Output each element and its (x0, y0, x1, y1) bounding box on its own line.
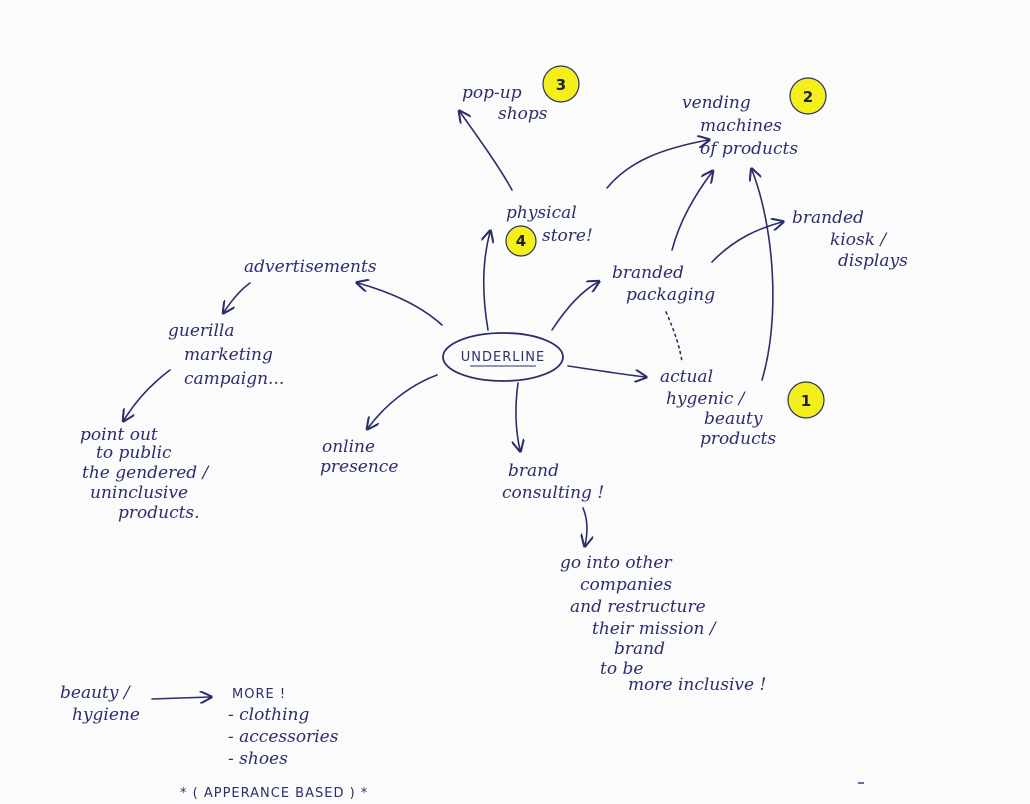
arrow-physical-to-popup (460, 112, 513, 191)
node-physical-line-2: store! (542, 226, 593, 246)
node-guerilla-line-2: marketing (184, 345, 273, 365)
node-branded-packaging: branded packaging (612, 263, 715, 305)
node-popup-line-1: pop-up (462, 83, 522, 103)
node-brand-consulting: brand consulting ! (502, 461, 604, 503)
node-more-line-2: - clothing (228, 705, 310, 725)
node-popup-line-2: shops (498, 104, 548, 124)
node-kiosk-line-3: displays (838, 251, 908, 271)
node-gointo-line-2: companies (580, 575, 672, 595)
node-packaging-line-2: packaging (626, 285, 715, 305)
node-products-line-4: products (700, 429, 776, 449)
dotted-packaging-to-products (665, 311, 683, 363)
connectors (124, 112, 782, 699)
arrow-beauty-to-more (151, 697, 210, 699)
node-consulting-line-2: consulting ! (502, 483, 604, 503)
node-advertisements: advertisements (244, 257, 377, 277)
badge-actual (787, 381, 825, 419)
node-gointo-line-5: brand (614, 639, 665, 659)
node-online-line-1: online (322, 437, 375, 457)
node-more-line-3: - accessories (228, 727, 339, 747)
badge-popup-number: 3 (556, 76, 566, 94)
arrow-packaging-to-vending (671, 172, 712, 251)
arrow-ads-to-guerilla (224, 282, 251, 312)
badge-physical (505, 225, 537, 257)
node-pointout-line-2: to public (96, 443, 172, 463)
arrow-center-to-physical (484, 232, 490, 331)
node-appearance-based: * ( APPERANCE BASED ) * (180, 786, 368, 801)
arrow-consulting-to-gointo (583, 507, 587, 545)
node-vending-line-2: machines (700, 116, 782, 136)
node-vending-machines: vending machines of products 2 (682, 77, 827, 159)
node-more-line-4: - shoes (228, 749, 288, 769)
node-packaging-line-1: branded (612, 263, 684, 283)
node-actual-products: actual hygenic / beauty products 1 (660, 367, 825, 449)
node-guerilla: guerilla marketing campaign... (168, 321, 284, 389)
node-beauty-hygiene: beauty / hygiene (60, 683, 140, 725)
node-products-line-1: actual (660, 367, 713, 387)
node-beauty-line-1: beauty / (60, 683, 132, 703)
node-more: MORE ! - clothing - accessories - shoes (228, 687, 339, 769)
arrow-center-to-consulting (516, 382, 520, 450)
node-vending-line-3: of products (700, 139, 798, 159)
badge-vending-number: 2 (803, 88, 813, 106)
badge-popup (542, 65, 580, 103)
node-gointo-line-3: and restructure (570, 597, 706, 617)
node-online-line-2: presence (320, 457, 398, 477)
node-go-into-companies: go into other companies and restructure … (560, 553, 766, 695)
node-popup-shops: pop-up shops 3 (462, 65, 580, 124)
node-kiosk-line-1: branded (792, 208, 864, 228)
node-gointo-line-4: their mission / (592, 619, 718, 639)
arrow-packaging-to-kiosk (711, 222, 782, 263)
node-beauty-line-2: hygiene (72, 705, 140, 725)
badge-actual-number: 1 (801, 392, 811, 410)
node-online-presence: online presence (320, 437, 398, 477)
badge-vending (789, 77, 827, 115)
node-gointo-line-7: more inclusive ! (628, 675, 766, 695)
center-node: UNDERLINE (442, 332, 564, 382)
node-pointout-line-3: the gendered / (82, 463, 211, 483)
node-guerilla-line-3: campaign... (184, 369, 284, 389)
arrow-products-to-vending (752, 170, 774, 381)
node-products-line-2: hygenic / (666, 389, 747, 409)
node-gointo-line-6: to be (600, 659, 643, 679)
node-physical-line-1: physical (506, 203, 577, 223)
badge-physical-number: 4 (516, 232, 526, 250)
node-physical-store: physical store! 4 (505, 203, 593, 257)
node-more-line-1: MORE ! (232, 687, 286, 702)
arrow-guerilla-to-pointout (124, 369, 171, 420)
node-gointo-line-1: go into other (560, 553, 672, 573)
arrow-center-to-ads (358, 283, 443, 326)
arrow-center-to-products (567, 365, 645, 377)
node-consulting-line-1: brand (508, 461, 559, 481)
node-vending-line-1: vending (682, 93, 751, 113)
center-label: UNDERLINE (461, 350, 546, 365)
node-guerilla-line-1: guerilla (168, 321, 234, 341)
node-products-line-3: beauty (704, 409, 763, 429)
node-point-out: point out to public the gendered / uninc… (80, 425, 211, 523)
arrow-center-to-online (368, 374, 438, 428)
node-pointout-line-4: uninclusive (90, 483, 188, 503)
node-ads-line-1: advertisements (244, 257, 377, 277)
node-pointout-line-1: point out (80, 425, 158, 445)
node-kiosk-line-2: kiosk / (830, 230, 888, 250)
node-pointout-line-5: products. (118, 503, 200, 523)
arrow-center-to-packaging (551, 282, 598, 331)
node-appearance-text: * ( APPERANCE BASED ) * (180, 786, 368, 801)
arrow-physical-to-vending (606, 140, 708, 189)
node-branded-kiosk: branded kiosk / displays (792, 208, 908, 271)
